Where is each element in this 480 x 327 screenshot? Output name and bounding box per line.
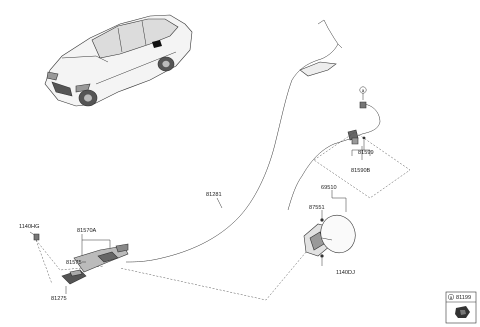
fuel-door-assembly: [119, 131, 411, 301]
legend-box: a 81199: [445, 291, 477, 324]
part-label-81590b: 81590B: [351, 168, 371, 174]
callout-letter: a: [362, 88, 365, 93]
release-lever-assembly: [29, 231, 129, 294]
part-label-1140dj: 1140DJ: [336, 270, 355, 276]
part-label-1140hg: 1140HG: [19, 224, 39, 230]
part-label-81599: 81599: [358, 150, 374, 156]
legend-callout-circle: [447, 293, 455, 301]
legend-part-number: 81199: [456, 295, 471, 301]
vehicle-illustration: [44, 14, 193, 107]
part-label-81575: 81575: [66, 260, 82, 266]
part-label-87551: 87551: [309, 205, 325, 211]
part-label-81570a: 81570A: [77, 228, 97, 234]
legend-letter: a: [450, 295, 453, 300]
cable-end-assembly: a: [287, 86, 381, 211]
leader-81281: [216, 197, 223, 209]
part-label-81275: 81275: [51, 296, 67, 302]
part-label-81281: 81281: [206, 192, 222, 198]
release-cable: [125, 19, 343, 263]
part-label-69510: 69510: [321, 185, 337, 191]
